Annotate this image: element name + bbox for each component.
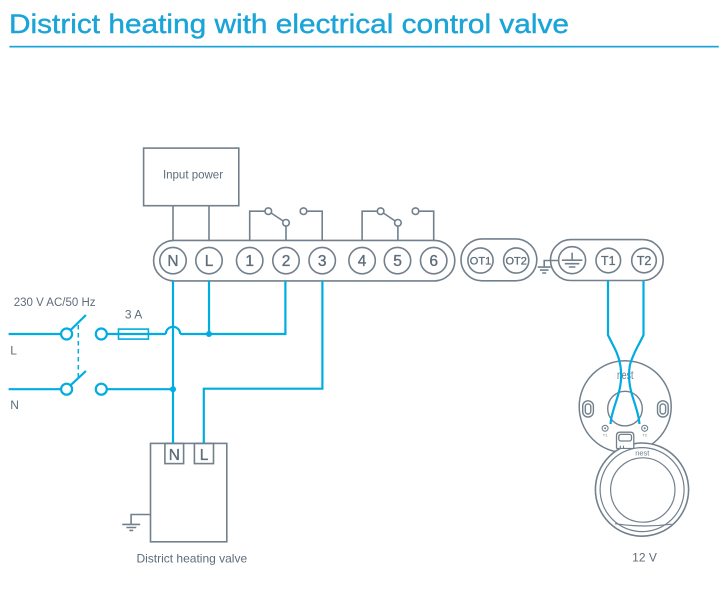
- svg-text:N: N: [169, 447, 180, 464]
- svg-text:nest: nest: [617, 368, 634, 382]
- svg-text:5: 5: [393, 253, 402, 270]
- svg-text:6: 6: [429, 253, 438, 270]
- svg-text:2: 2: [282, 253, 291, 270]
- svg-text:T2: T2: [642, 433, 647, 438]
- svg-text:1: 1: [245, 253, 254, 270]
- svg-text:T2: T2: [637, 254, 652, 268]
- svg-text:3 A: 3 A: [125, 308, 142, 322]
- svg-text:Input power: Input power: [163, 170, 223, 182]
- svg-text:L: L: [205, 253, 214, 270]
- svg-text:12 V: 12 V: [632, 551, 657, 565]
- svg-text:OT2: OT2: [505, 256, 526, 268]
- svg-text:nest: nest: [635, 450, 649, 457]
- svg-text:L: L: [10, 344, 17, 358]
- svg-text:District heating valve: District heating valve: [136, 552, 247, 566]
- svg-text:N: N: [167, 253, 178, 270]
- svg-text:T1: T1: [603, 433, 608, 438]
- svg-text:L: L: [200, 447, 209, 464]
- svg-text:230 V AC/50 Hz: 230 V AC/50 Hz: [14, 297, 96, 309]
- svg-text:OT1: OT1: [470, 256, 491, 268]
- svg-text:4: 4: [358, 253, 367, 270]
- svg-text:T1: T1: [601, 254, 616, 268]
- svg-text:N: N: [10, 398, 19, 412]
- svg-text:District heating with electric: District heating with electrical control…: [9, 9, 569, 39]
- svg-text:3: 3: [318, 253, 327, 270]
